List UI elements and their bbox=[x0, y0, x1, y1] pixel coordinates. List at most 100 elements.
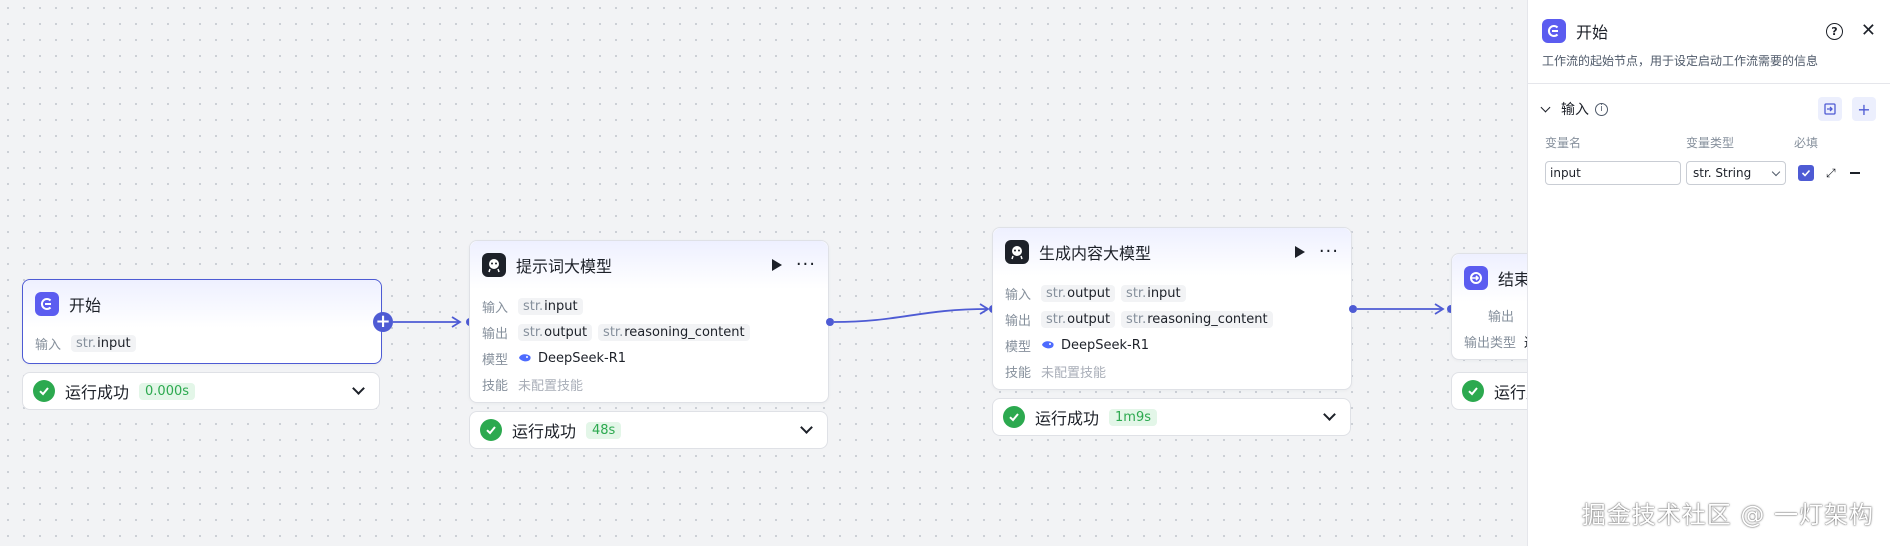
edge-prompt-to-gen bbox=[833, 308, 989, 323]
run-time-badge: 0.000s bbox=[139, 382, 196, 400]
start-run-status[interactable]: 运行成功 0.000s bbox=[22, 372, 380, 410]
start-node-icon bbox=[1542, 19, 1566, 43]
panel-description: 工作流的起始节点，用于设定启动工作流需要的信息 bbox=[1542, 54, 1819, 68]
variable-tag: str.reasoning_content bbox=[598, 323, 750, 341]
import-variable-button[interactable] bbox=[1818, 97, 1842, 121]
success-check-icon bbox=[480, 419, 502, 441]
skill-label: 技能 bbox=[1005, 365, 1032, 381]
edge-start-arrow bbox=[451, 316, 462, 328]
variable-name-input[interactable] bbox=[1545, 161, 1681, 185]
expand-icon[interactable]: ⤢ bbox=[1826, 165, 1836, 180]
watermark: 掘金技术社区 @ 一灯架构 bbox=[1581, 501, 1874, 529]
input-label: 输入 bbox=[35, 337, 62, 353]
node-input-row: 输入 str.input bbox=[482, 293, 816, 319]
end-node-icon bbox=[1464, 266, 1488, 290]
prompt-run-status[interactable]: 运行成功 48s bbox=[469, 411, 828, 449]
gen-llm-node-title: 生成内容大模型 bbox=[1039, 244, 1152, 263]
more-icon[interactable]: ··· bbox=[1318, 241, 1339, 262]
start-node[interactable]: 开始 输入 str.input bbox=[22, 279, 382, 364]
model-name: DeepSeek-R1 bbox=[538, 350, 627, 366]
output-type-label: 输出类型 bbox=[1464, 335, 1517, 351]
remove-variable-icon[interactable] bbox=[1849, 172, 1860, 174]
end-node-title: 结束 bbox=[1498, 270, 1531, 289]
deepseek-icon bbox=[519, 354, 531, 362]
run-status-text: 运行成功 bbox=[1035, 409, 1100, 428]
chevron-down-icon[interactable] bbox=[1323, 408, 1336, 421]
node-config-panel: 开始 ? ✕ 工作流的起始节点，用于设定启动工作流需要的信息 输入 i + 变量… bbox=[1527, 0, 1890, 546]
start-node-icon bbox=[35, 292, 59, 316]
prompt-llm-node-title: 提示词大模型 bbox=[516, 257, 613, 276]
divider bbox=[1528, 83, 1890, 84]
prompt-llm-node[interactable]: 提示词大模型 ··· 输入 str.input 输出 str.output st… bbox=[469, 240, 829, 403]
model-name: DeepSeek-R1 bbox=[1061, 337, 1150, 353]
output-label: 输出 bbox=[1005, 313, 1032, 329]
node-output-row: 输出 str.output str.reasoning_content bbox=[482, 319, 816, 345]
add-variable-button[interactable]: + bbox=[1852, 97, 1876, 121]
chevron-down-icon[interactable] bbox=[800, 421, 813, 434]
col-variable-name: 变量名 bbox=[1545, 135, 1582, 150]
variable-type-select[interactable]: str. String bbox=[1686, 161, 1786, 185]
run-status-text: 运行成功 bbox=[65, 383, 130, 402]
node-skill-row: 技能 未配置技能 bbox=[1005, 358, 1339, 384]
gen-llm-node-header: 生成内容大模型 ··· bbox=[993, 228, 1351, 276]
variable-row: str. String ⤢ bbox=[1528, 154, 1890, 192]
node-model-row: 模型 DeepSeek-R1 bbox=[482, 345, 816, 371]
variable-tag: str.input bbox=[71, 334, 136, 352]
node-model-row: 模型 DeepSeek-R1 bbox=[1005, 332, 1339, 358]
llm-icon bbox=[482, 253, 506, 277]
add-node-plus-icon[interactable]: + bbox=[373, 312, 393, 332]
run-icon[interactable] bbox=[771, 259, 782, 271]
close-icon[interactable]: ✕ bbox=[1860, 20, 1876, 41]
start-node-title: 开始 bbox=[69, 296, 102, 315]
variable-column-headers: 变量名 变量类型 必填 bbox=[1528, 130, 1890, 154]
variable-tag: str.input bbox=[518, 297, 583, 315]
node-output-row: 输出 str.output str.reasoning_content bbox=[1005, 306, 1339, 332]
chevron-down-icon bbox=[1771, 167, 1781, 176]
info-icon[interactable]: i bbox=[1595, 102, 1608, 116]
input-label: 输入 bbox=[482, 300, 509, 316]
gen-llm-node[interactable]: 生成内容大模型 ··· 输入 str.output str.input 输出 s… bbox=[992, 227, 1352, 390]
edge-prompt-arrow bbox=[979, 303, 990, 315]
skill-value: 未配置技能 bbox=[518, 378, 584, 394]
success-check-icon bbox=[1462, 380, 1484, 402]
input-section-header: 输入 i + bbox=[1528, 88, 1890, 130]
help-icon[interactable]: ? bbox=[1825, 22, 1843, 40]
success-check-icon bbox=[1003, 406, 1025, 428]
deepseek-icon bbox=[1042, 341, 1054, 349]
variable-type-value: str. String bbox=[1693, 166, 1752, 180]
variable-tag: str.input bbox=[1121, 284, 1186, 302]
col-required: 必填 bbox=[1794, 135, 1819, 150]
edge-end-arrow bbox=[1434, 303, 1445, 315]
node-skill-row: 技能 未配置技能 bbox=[482, 371, 816, 397]
more-icon[interactable]: ··· bbox=[795, 254, 816, 275]
panel-header: 开始 ? ✕ bbox=[1528, 0, 1890, 48]
llm-icon bbox=[1005, 240, 1029, 264]
model-label: 模型 bbox=[482, 352, 509, 368]
node-input-row: 输入 str.output str.input bbox=[1005, 280, 1339, 306]
output-label: 输出 bbox=[482, 326, 509, 342]
run-time-badge: 1m9s bbox=[1109, 408, 1157, 426]
panel-title: 开始 bbox=[1576, 23, 1609, 42]
output-port[interactable] bbox=[826, 318, 834, 326]
run-time-badge: 48s bbox=[586, 421, 622, 439]
skill-value: 未配置技能 bbox=[1041, 365, 1107, 381]
input-label: 输入 bbox=[1005, 287, 1032, 303]
output-label: 输出 bbox=[1488, 309, 1515, 325]
variable-tag: str.output bbox=[1041, 310, 1116, 328]
skill-label: 技能 bbox=[482, 378, 509, 394]
variable-tag: str.reasoning_content bbox=[1121, 310, 1273, 328]
chevron-down-icon[interactable] bbox=[352, 382, 365, 395]
chevron-down-icon[interactable] bbox=[1540, 102, 1551, 112]
output-port[interactable] bbox=[1349, 305, 1357, 313]
gen-run-status[interactable]: 运行成功 1m9s bbox=[992, 398, 1351, 436]
variable-tag: str.output bbox=[518, 323, 593, 341]
success-check-icon bbox=[33, 380, 55, 402]
start-node-header: 开始 bbox=[23, 280, 381, 328]
run-icon[interactable] bbox=[1294, 246, 1305, 258]
start-node-input-row: 输入 str.input bbox=[35, 330, 369, 356]
required-checkbox[interactable] bbox=[1798, 165, 1814, 181]
col-variable-type: 变量类型 bbox=[1686, 135, 1735, 150]
section-title: 输入 bbox=[1561, 102, 1589, 118]
prompt-llm-node-header: 提示词大模型 ··· bbox=[470, 241, 828, 289]
run-status-text: 运行成功 bbox=[512, 422, 577, 441]
